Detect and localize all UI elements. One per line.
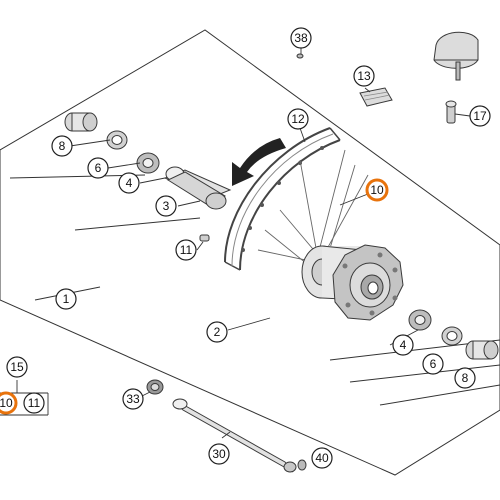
distance-sleeve-part [163,166,232,210]
valve-part [433,31,479,81]
callout-circle [87,157,109,179]
callout-number: 2 [214,325,221,339]
callout-number: 10 [0,396,13,410]
callout-number: 4 [126,176,133,190]
callout-circle [454,367,476,389]
callout-c11b: 11 [23,392,45,414]
callout-number: 6 [95,161,102,175]
callout-c4b: 4 [392,334,414,356]
spoke-nipple-part [199,234,210,242]
callout-c3: 3 [155,195,177,217]
callout-c30: 30 [208,443,230,465]
callout-c10b: 10 [0,391,18,415]
callout-circle [422,353,444,375]
left-bearing-part [136,152,160,174]
callout-circle [51,135,73,157]
callout-c6a: 6 [87,157,109,179]
callout-number: 10 [370,183,384,197]
callout-c40: 40 [311,447,333,469]
rim-part [224,127,341,271]
rotation-arrow [232,138,286,186]
assembly-frame [0,29,500,476]
callout-c38: 38 [290,27,312,49]
callout-circle [365,178,389,202]
hub-part [301,244,404,321]
leader-lines [0,48,471,439]
callout-number: 30 [212,447,226,461]
right-bearing-part [408,309,432,331]
callout-c10a: 10 [365,178,389,202]
washer-part [297,459,307,471]
callout-c2: 2 [206,321,228,343]
callout-circle [353,65,375,87]
callout-circle [23,392,45,414]
callout-number: 11 [180,243,193,257]
spokes-part [257,149,369,271]
callout-number: 8 [462,371,469,385]
callout-circle [6,356,28,378]
callout-number: 33 [126,392,140,406]
callout-circle [469,105,491,127]
callout-circle [311,447,333,469]
callout-circle [0,391,18,415]
callout-number: 11 [28,396,41,410]
callout-c8b: 8 [454,367,476,389]
callout-circle [392,334,414,356]
axle-nut-part [146,379,164,395]
callout-number: 8 [59,139,66,153]
right-seal-part [441,326,463,346]
right-spacer-part [465,340,499,360]
callout-circle [118,172,140,194]
callout-number: 13 [357,69,371,83]
callout-c8a: 8 [51,135,73,157]
callout-circle [287,108,309,130]
callout-circle [122,388,144,410]
small-screw-part [296,53,304,59]
callout-c12: 12 [287,108,309,130]
callout-c4a: 4 [118,172,140,194]
callout-circle [175,239,197,261]
callout-number: 4 [400,338,407,352]
callout-circle [208,443,230,465]
callout-circle [206,321,228,343]
callout-c11a: 11 [175,239,197,261]
rim-tape-part [359,87,393,107]
valve-cap-part [445,100,457,124]
callout-number: 3 [163,199,170,213]
callout-c13: 13 [353,65,375,87]
callout-circle [55,288,77,310]
callout-number: 6 [430,357,437,371]
callout-circle [290,27,312,49]
callout-number: 17 [473,109,487,123]
callout-c17: 17 [469,105,491,127]
callout-number: 15 [10,360,24,374]
callout-number: 38 [294,31,308,45]
callout-c15: 15 [6,356,28,378]
callout-circle [155,195,177,217]
callout-c33: 33 [122,388,144,410]
callout-number: 1 [63,292,70,306]
callout-c1: 1 [55,288,77,310]
callout-c6b: 6 [422,353,444,375]
axle-part [172,398,297,473]
callout-number: 12 [291,112,305,126]
left-spacer-part [64,112,98,132]
callout-number: 40 [315,451,329,465]
